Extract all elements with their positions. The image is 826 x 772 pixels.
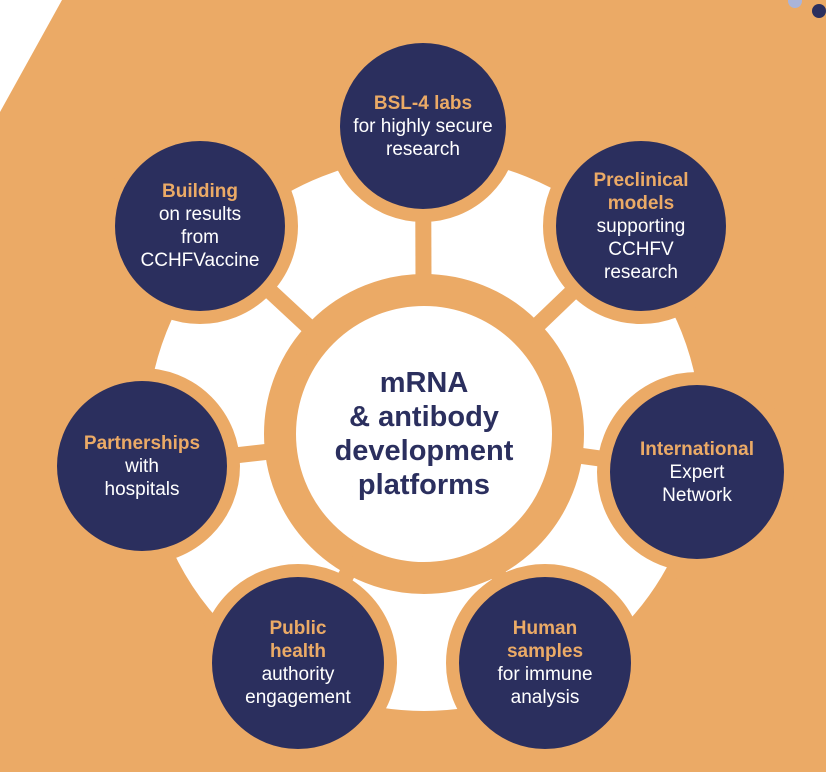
node-body: for highly secure research [353,115,493,160]
node-preclinical-models: Preclinical models supporting CCHFV rese… [543,128,739,324]
node-body: supporting CCHFV research [596,215,686,283]
center-circle: mRNA & antibody development platforms [282,292,566,576]
decorative-dot-dark [812,4,826,18]
node-building: Building on results from CCHFVaccine [102,128,298,324]
node-international-expert-network: International Expert Network [597,372,797,572]
node-body: authority engagement [245,664,351,708]
node-title: Public health [269,618,327,662]
center-label: mRNA & antibody development platforms [334,367,514,501]
node-title: Human samples [506,618,584,662]
node-body: Expert Network [662,461,732,506]
node-title: Preclinical models [593,169,689,214]
decorative-dot-light [788,0,802,8]
node-partnerships: Partnerships with hospitals [44,368,240,564]
node-body: for immune analysis [497,664,593,708]
node-body: on results from CCHFVaccine [140,204,260,271]
node-human-samples: Human samples for immune analysis [446,564,644,762]
node-title: Building [162,181,238,202]
node-title: BSL-4 labs [373,92,473,114]
node-body: with hospitals [104,455,180,500]
node-title: International [639,438,754,460]
node-bsl4-labs: BSL-4 labs for highly secure research [327,30,519,222]
node-title: Partnerships [83,432,201,454]
node-public-health: Public health authority engagement [199,564,397,762]
